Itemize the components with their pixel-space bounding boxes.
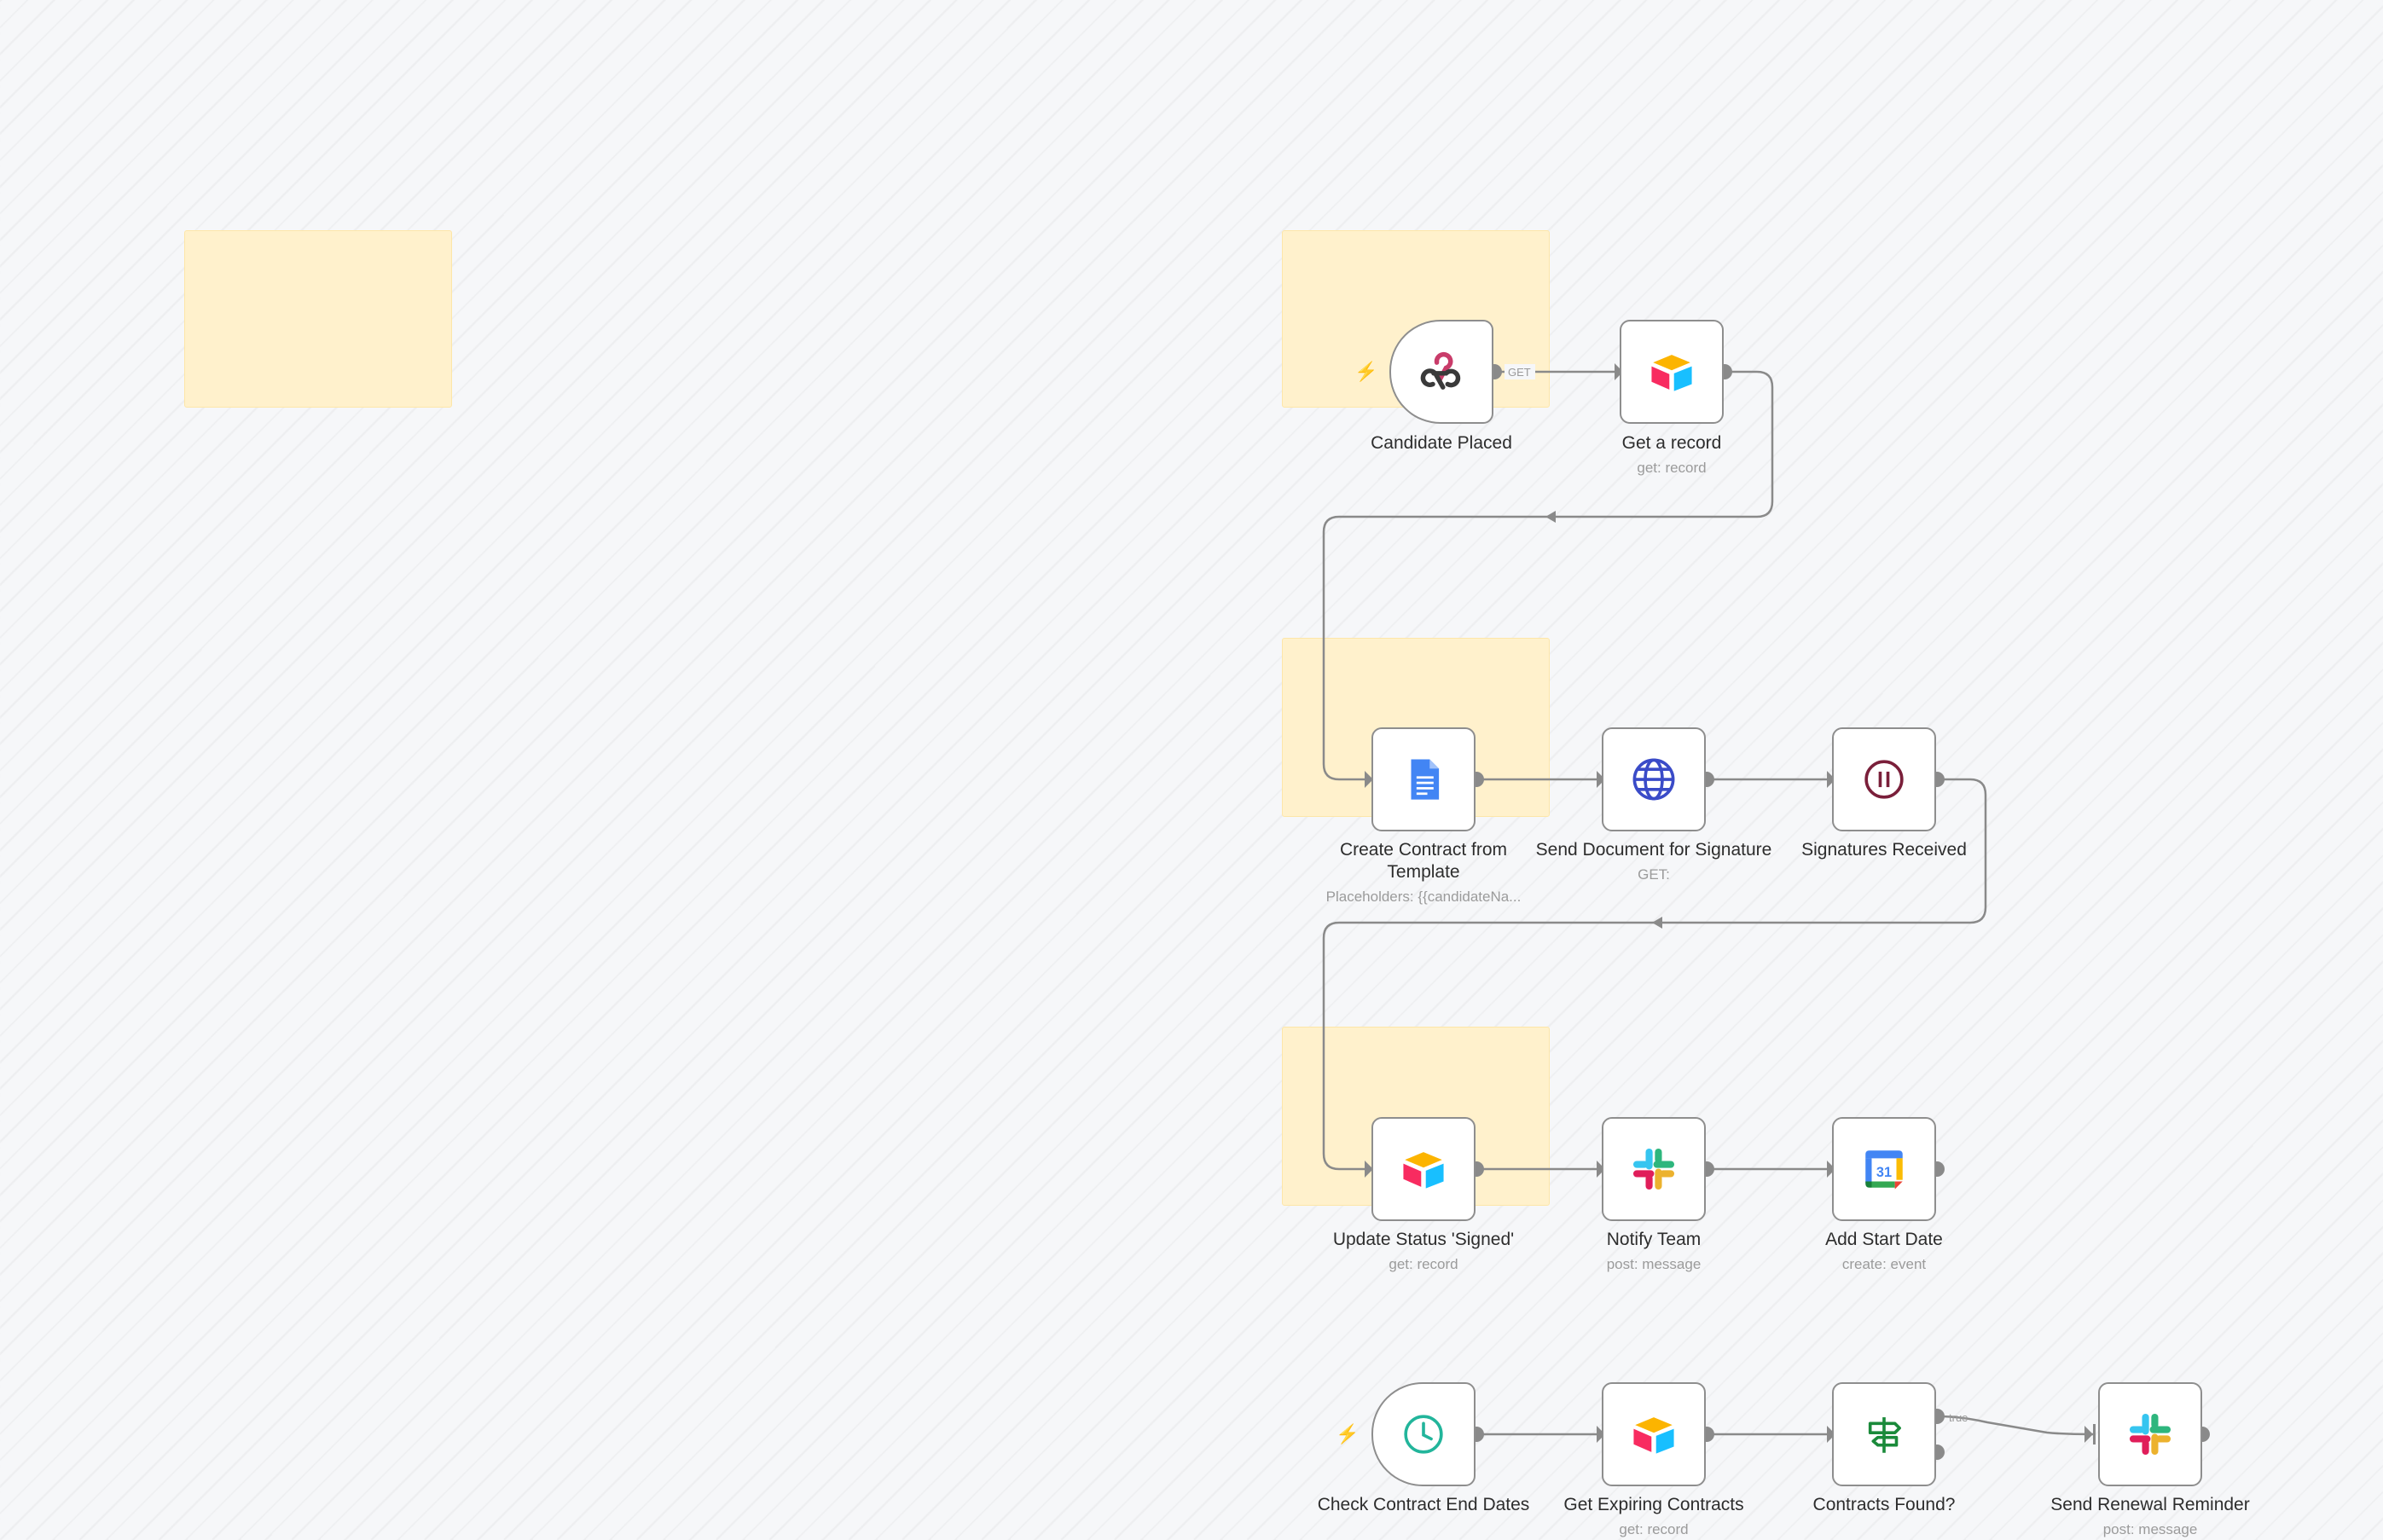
input-arrow (1827, 771, 1835, 788)
node-update-status[interactable] (1371, 1117, 1476, 1221)
pause-icon (1864, 760, 1904, 799)
node-subtitle: post: message (1606, 1256, 1702, 1272)
node-title: Contracts Found? (1812, 1495, 1956, 1514)
node-contracts-found[interactable] (1832, 1382, 1936, 1486)
connection-wire (1936, 1415, 2094, 1436)
node-label: Get Expiring Contracts get: record (1534, 1494, 1773, 1540)
node-subtitle: get: record (1637, 460, 1707, 476)
input-arrow (1597, 1426, 1605, 1443)
node-candidate-placed[interactable] (1389, 320, 1493, 424)
input-arrow (1827, 1426, 1835, 1443)
google-docs-icon (1411, 759, 1440, 800)
trigger-bolt-icon: ⚡ (1354, 361, 1378, 382)
input-arrow (1365, 771, 1373, 788)
node-label: Signatures Received (1765, 839, 2003, 861)
google-calendar-icon: 31 (1865, 1150, 1903, 1190)
slack-icon (2129, 1413, 2171, 1456)
input-arrow (1365, 1161, 1373, 1178)
trigger-bolt-icon: ⚡ (1336, 1423, 1360, 1444)
node-subtitle: get: record (1619, 1521, 1689, 1537)
node-title: Check Contract End Dates (1317, 1495, 1530, 1514)
webhook-icon (1420, 351, 1461, 390)
node-get-expiring-contracts[interactable] (1602, 1382, 1706, 1486)
input-arrow (1615, 363, 1623, 380)
input-arrow (2084, 1426, 2093, 1443)
input-arrow (1597, 771, 1605, 788)
node-title: Signatures Received (1801, 840, 1967, 860)
node-send-renewal-reminder[interactable] (2098, 1382, 2202, 1486)
node-signatures-received[interactable] (1832, 727, 1936, 831)
node-notify-team[interactable] (1602, 1117, 1706, 1221)
node-check-contract-end-dates[interactable] (1371, 1382, 1476, 1486)
input-arrow (1597, 1161, 1605, 1178)
node-label: Add Start Date create: event (1765, 1229, 2003, 1275)
wire-arrow (1652, 917, 1662, 929)
node-add-start-date[interactable]: 31 (1832, 1117, 1936, 1221)
connection-wire (1322, 778, 1987, 1171)
node-subtitle: Placeholders: {{candidateNa... (1325, 889, 1522, 905)
node-subtitle: create: event (1841, 1256, 1927, 1272)
node-label: Send Renewal Reminder post: message (2031, 1494, 2270, 1540)
signpost-icon (1868, 1417, 1901, 1453)
node-title: Update Status 'Signed' (1332, 1230, 1515, 1249)
node-title: Create Contract from Template (1339, 840, 1508, 882)
airtable-icon (1403, 1152, 1444, 1189)
node-title: Send Renewal Reminder (2050, 1495, 2250, 1514)
node-title: Send Document for Signature (1535, 840, 1772, 860)
node-subtitle: get: record (1389, 1256, 1458, 1272)
wire-arrow (1545, 511, 1556, 523)
node-label: Candidate Placed (1322, 432, 1561, 454)
edge-label-get: GET (1508, 366, 1531, 379)
node-label: Notify Team post: message (1534, 1229, 1773, 1275)
node-create-contract[interactable] (1371, 727, 1476, 831)
clock-icon (1404, 1415, 1443, 1454)
node-subtitle: post: message (2102, 1521, 2198, 1537)
node-title: Get Expiring Contracts (1563, 1495, 1744, 1514)
node-label: Create Contract from Template Placeholde… (1304, 839, 1543, 907)
node-title: Get a record (1621, 433, 1722, 453)
node-get-a-record[interactable] (1620, 320, 1724, 424)
edge-label-true: true (1949, 1411, 1968, 1424)
node-label: Get a record get: record (1552, 432, 1791, 478)
airtable-icon (1651, 355, 1692, 391)
node-title: Add Start Date (1825, 1230, 1943, 1249)
airtable-icon (1633, 1417, 1674, 1454)
node-title: Notify Team (1606, 1230, 1702, 1249)
node-label: Check Contract End Dates (1304, 1494, 1543, 1516)
node-title: Candidate Placed (1371, 433, 1512, 453)
node-label: Update Status 'Signed' get: record (1304, 1229, 1543, 1275)
node-send-document[interactable] (1602, 727, 1706, 831)
node-subtitle: GET: (1638, 866, 1670, 883)
slack-icon (1632, 1148, 1675, 1190)
calendar-day-text: 31 (1876, 1165, 1892, 1180)
node-label: Contracts Found? (1765, 1494, 2003, 1516)
globe-icon (1632, 758, 1675, 801)
input-arrow (1827, 1161, 1835, 1178)
node-label: Send Document for Signature GET: (1534, 839, 1773, 885)
sticky-note[interactable] (184, 230, 452, 408)
